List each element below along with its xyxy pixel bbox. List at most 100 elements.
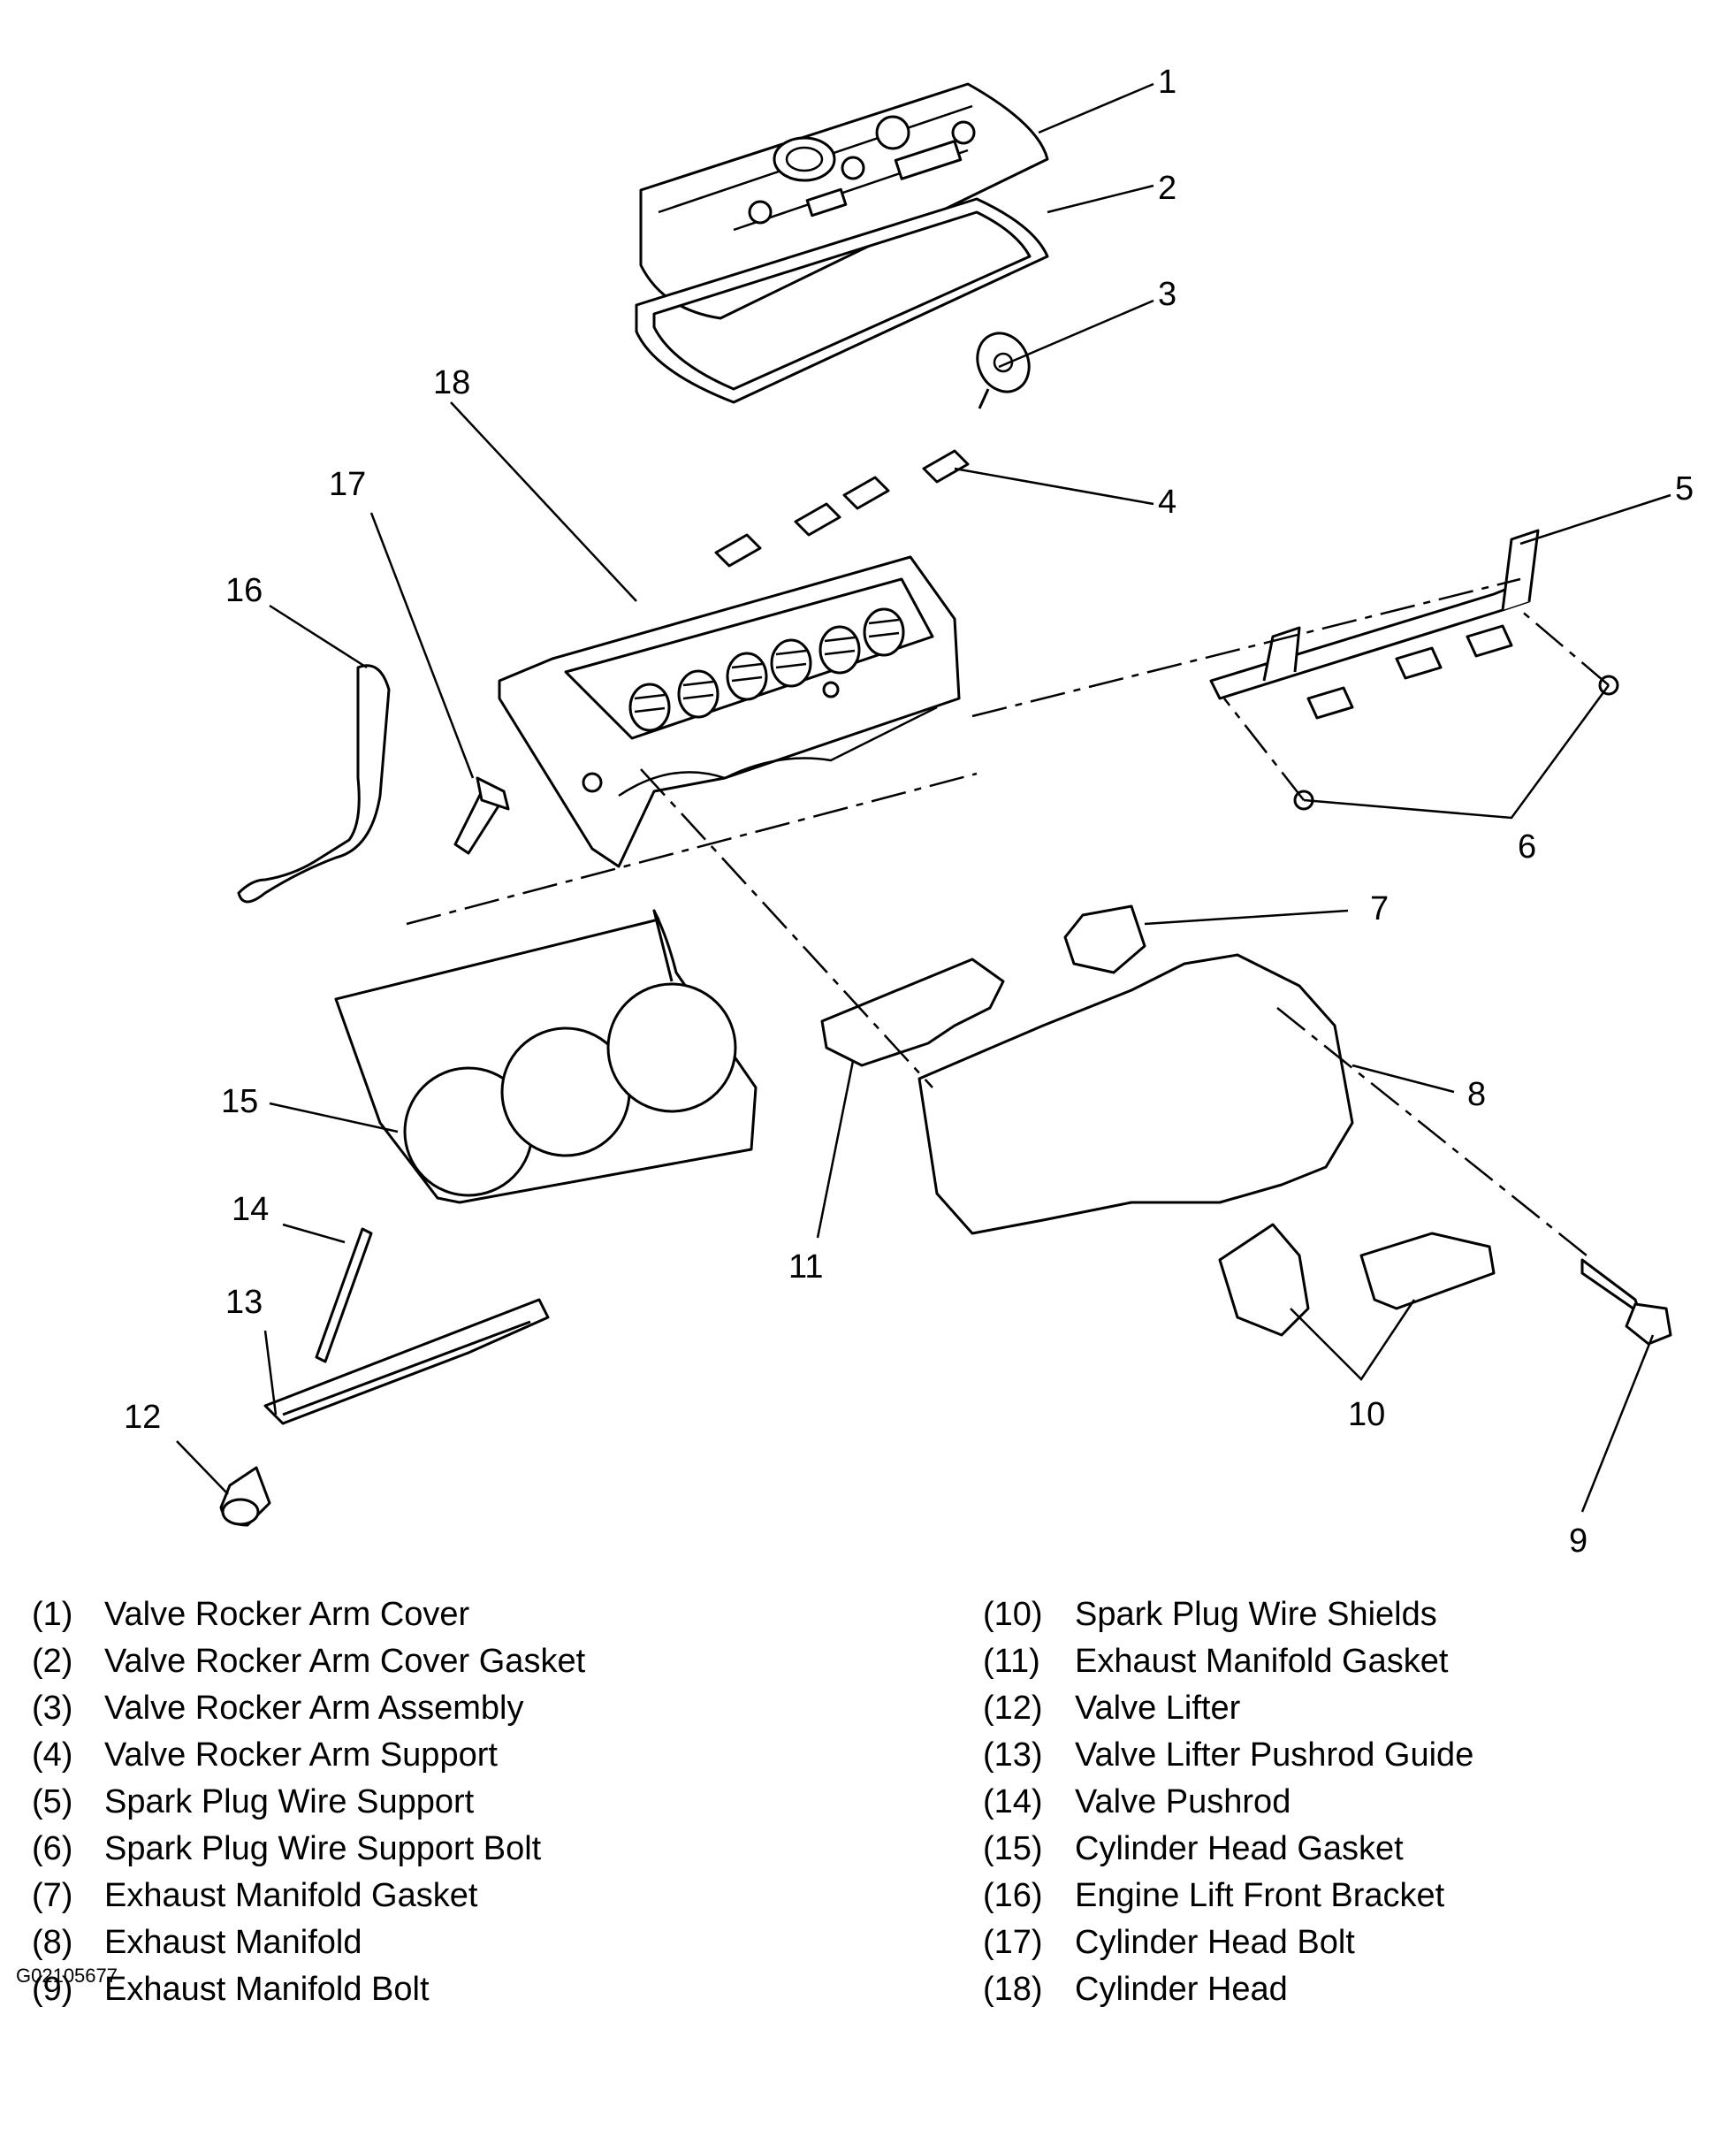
legend-item-number: (2)	[32, 1643, 73, 1680]
legend-item-number: (10)	[983, 1596, 1043, 1633]
figure-code: G02105677	[16, 1965, 118, 1987]
legend-item: (3) Valve Rocker Arm Assembly	[32, 1685, 585, 1732]
legend-item: (4) Valve Rocker Arm Support	[32, 1732, 585, 1779]
legend-item-label: Engine Lift Front Bracket	[1075, 1877, 1445, 1914]
exhaust-manifold-gasket-11	[820, 958, 1005, 1067]
spark-plug-wire-shields	[1218, 1223, 1496, 1337]
legend-item-number: (1)	[32, 1596, 73, 1633]
legend-item: (16) Engine Lift Front Bracket	[983, 1873, 1473, 1919]
legend-item-number: (13)	[983, 1736, 1043, 1774]
alignment-line	[971, 577, 1521, 718]
legend-item: (13) Valve Lifter Pushrod Guide	[983, 1732, 1473, 1779]
valve-rocker-arm-supports	[714, 449, 970, 568]
exploded-view-diagram: 1 2 3 4 5 6 7 8 9 10 11 12 13 14 15 16 1…	[124, 64, 1694, 1560]
legend-item: (15) Cylinder Head Gasket	[983, 1826, 1473, 1873]
legend-item-label: Spark Plug Wire Shields	[1075, 1596, 1437, 1633]
callout-9: 9	[1569, 1522, 1588, 1560]
legend-item-number: (8)	[32, 1924, 73, 1961]
callout-3: 3	[1158, 276, 1176, 313]
legend-item-label: Valve Rocker Arm Cover Gasket	[104, 1643, 586, 1680]
callout-7: 7	[1370, 890, 1389, 927]
legend-item-number: (17)	[983, 1924, 1043, 1961]
legend-item-label: Exhaust Manifold	[104, 1924, 362, 1961]
callout-13: 13	[225, 1284, 263, 1321]
legend-column-left: (1) Valve Rocker Arm Cover (2) Valve Rocke…	[32, 1591, 585, 2013]
alignment-line	[406, 772, 978, 926]
valve-springs	[628, 607, 905, 732]
legend-item-number: (14)	[983, 1783, 1043, 1820]
legend-item-number: (7)	[32, 1877, 73, 1914]
valve-rocker-arm-cover-gasket	[635, 197, 1049, 404]
valve-lifter	[219, 1466, 271, 1527]
legend-item-label: Cylinder Head Gasket	[1075, 1830, 1404, 1867]
cylinder-head	[498, 555, 961, 868]
exhaust-manifold-bolt	[1580, 1258, 1672, 1346]
legend-item-label: Exhaust Manifold Gasket	[1075, 1643, 1449, 1680]
legend-item-label: Cylinder Head Bolt	[1075, 1924, 1355, 1961]
legend-item-label: Spark Plug Wire Support	[104, 1783, 475, 1820]
legend-item-label: Spark Plug Wire Support Bolt	[104, 1830, 542, 1867]
legend-item: (1) Valve Rocker Arm Cover	[32, 1591, 585, 1638]
callout-5: 5	[1675, 470, 1694, 507]
legend-item-number: (12)	[983, 1690, 1043, 1727]
cylinder-head-gasket	[334, 909, 758, 1204]
alignment-line	[1519, 609, 1610, 686]
engine-lift-front-bracket	[237, 664, 391, 904]
legend-item: (12) Valve Lifter	[983, 1685, 1473, 1732]
callout-1: 1	[1158, 64, 1176, 101]
spark-plug-wire-support	[1209, 529, 1540, 720]
legend-column-right: (10) Spark Plug Wire Shields (11) Exhaust …	[983, 1591, 1473, 2013]
legend-item: (11) Exhaust Manifold Gasket	[983, 1638, 1473, 1685]
alignment-line	[1223, 698, 1305, 801]
legend-item-label: Valve Rocker Arm Assembly	[104, 1690, 524, 1727]
legend-item-label: Exhaust Manifold Gasket	[104, 1877, 478, 1914]
legend-item-number: (15)	[983, 1830, 1043, 1867]
legend-item: (8) Exhaust Manifold	[32, 1919, 585, 1966]
legend-item-number: (5)	[32, 1783, 73, 1820]
legend-item: (14) Valve Pushrod	[983, 1779, 1473, 1826]
legend-item-label: Valve Rocker Arm Support	[104, 1736, 498, 1774]
legend-item: (18) Cylinder Head	[983, 1966, 1473, 2013]
legend-item-number: (4)	[32, 1736, 73, 1774]
callout-17: 17	[329, 466, 366, 503]
exhaust-manifold	[917, 953, 1354, 1235]
legend-item-number: (3)	[32, 1690, 73, 1727]
valve-rocker-arm-cover	[639, 82, 1049, 320]
valve-rocker-arm-assembly	[976, 332, 1031, 409]
legend-item-number: (6)	[32, 1830, 73, 1867]
legend-item-label: Cylinder Head	[1075, 1971, 1288, 2008]
legend-item: (6) Spark Plug Wire Support Bolt	[32, 1826, 585, 1873]
legend-item: (7) Exhaust Manifold Gasket	[32, 1873, 585, 1919]
valve-lifter-pushrod-guide	[263, 1298, 550, 1425]
legend-item-number: (18)	[983, 1971, 1043, 2008]
callout-15: 15	[221, 1083, 258, 1120]
exhaust-manifold-gasket-7	[1063, 904, 1146, 974]
legend-item: (10) Spark Plug Wire Shields	[983, 1591, 1473, 1638]
callout-12: 12	[124, 1399, 161, 1436]
legend-item: (2) Valve Rocker Arm Cover Gasket	[32, 1638, 585, 1685]
legend-item-number: (11)	[983, 1643, 1040, 1680]
valve-pushrod	[315, 1227, 373, 1363]
callout-18: 18	[433, 364, 470, 401]
legend-item-label: Valve Lifter	[1075, 1690, 1241, 1727]
legend-item: (9) Exhaust Manifold Bolt	[32, 1966, 585, 2013]
legend-item: (5) Spark Plug Wire Support	[32, 1779, 585, 1826]
legend-item-label: Valve Lifter Pushrod Guide	[1075, 1736, 1474, 1774]
legend-item-label: Valve Rocker Arm Cover	[104, 1596, 470, 1633]
callout-10: 10	[1348, 1396, 1385, 1433]
callout-4: 4	[1158, 484, 1176, 521]
legend-item: (17) Cylinder Head Bolt	[983, 1919, 1473, 1966]
legend-item-number: (16)	[983, 1877, 1043, 1914]
parts-legend: (1) Valve Rocker Arm Cover (2) Valve Rocke…	[0, 1591, 1736, 2051]
alignment-line	[640, 768, 933, 1088]
callout-16: 16	[225, 572, 263, 609]
callout-8: 8	[1467, 1076, 1486, 1113]
alignment-line	[1276, 1007, 1588, 1256]
callout-14: 14	[232, 1191, 269, 1228]
legend-item-label: Exhaust Manifold Bolt	[104, 1971, 430, 2008]
callout-11: 11	[788, 1248, 823, 1286]
legend-item-number: (9)	[32, 1971, 73, 2008]
callout-6: 6	[1518, 828, 1536, 866]
legend-item-label: Valve Pushrod	[1075, 1783, 1291, 1820]
cylinder-head-bolt	[453, 776, 510, 855]
